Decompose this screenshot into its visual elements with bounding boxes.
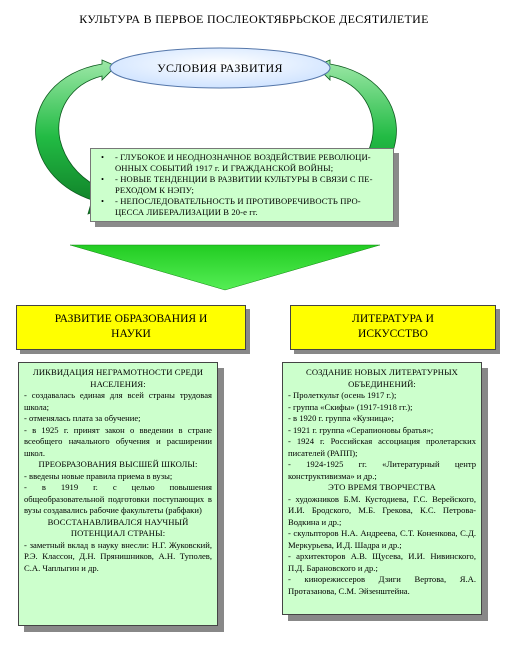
list-item: - художников Б.М. Кустодиева, Г.С. Верей…: [288, 493, 476, 527]
list-item: - в 1925 г. принят закон о введении в ст…: [24, 424, 212, 458]
conditions-box: • - ГЛУБОКОЕ И НЕОДНОЗНАЧНОЕ ВОЗДЕЙСТВИЕ …: [90, 148, 394, 222]
list-item: - скульпторов Н.А. Андреева, С.Т. Коненк…: [288, 528, 476, 550]
list-item: - введены новые правила приема в вузы;: [24, 470, 173, 481]
conditions-list: • - ГЛУБОКОЕ И НЕОДНОЗНАЧНОЕ ВОЗДЕЙСТВИЕ …: [97, 152, 387, 218]
list-item: - архитекторов А.В. Щусева, И.И. Нивинск…: [288, 551, 476, 573]
conditions-item: • - НОВЫЕ ТЕНДЕНЦИИ В РАЗВИТИИ КУЛЬТУРЫ В…: [97, 174, 387, 195]
literature-art-header: ЛИТЕРАТУРА И ИСКУССТВО: [290, 305, 496, 350]
conditions-item-text: - НЕПОСЛЕДОВАТЕЛЬНОСТЬ И ПРОТИВОРЕЧИВОСТ…: [115, 196, 361, 217]
education-science-header: РАЗВИТИЕ ОБРАЗОВАНИЯ И НАУКИ: [16, 305, 246, 350]
conditions-item-text: - ГЛУБОКОЕ И НЕОДНОЗНАЧНОЕ ВОЗДЕЙСТВИЕ Р…: [115, 152, 371, 173]
bullet-icon: •: [101, 152, 105, 162]
conditions-label: УСЛОВИЯ РАЗВИТИЯ: [157, 60, 283, 75]
page-title: КУЛЬТУРА В ПЕРВОЕ ПОСЛЕОКТЯБРЬСКОЕ ДЕСЯТ…: [79, 12, 429, 26]
section-heading: ПРЕОБРАЗОВАНИЯ ВЫСШЕЙ ШКОЛЫ:: [38, 459, 198, 469]
list-item: - отменялась плата за обучение;: [24, 413, 141, 423]
section-heading: ЛИКВИДАЦИЯ НЕГРАМОТНОСТИ СРЕДИ НАСЕЛЕНИЯ…: [32, 367, 204, 389]
list-item: - заметный вклад в науку внесли: Н.Г. Жу…: [24, 539, 212, 573]
bullet-icon: •: [101, 196, 105, 207]
section-heading: ВОССТАНАВЛИВАЛСЯ НАУЧНЫЙ ПОТЕНЦИАЛ СТРАН…: [47, 516, 189, 539]
section-heading: СОЗДАНИЕ НОВЫХ ЛИТЕРАТУРНЫХ ОБЪЕДИНЕНИЙ:: [306, 367, 458, 389]
list-item: - группа «Скифы» (1917-1918 гг.);: [288, 401, 413, 412]
down-triangle: [69, 244, 381, 291]
list-item: - создавалась единая для всей страны тру…: [24, 390, 212, 412]
list-item: - 1924 г. Российская ассоциация пролетар…: [288, 436, 476, 458]
list-item: - кинорежиссеров Дзиги Вертова, Я.А. Про…: [288, 574, 476, 596]
bullet-icon: •: [101, 174, 105, 185]
conditions-ellipse: [109, 47, 331, 89]
conditions-item: • - ГЛУБОКОЕ И НЕОДНОЗНАЧНОЕ ВОЗДЕЙСТВИЕ …: [97, 152, 387, 173]
list-item: - 1921 г. группа «Серапионовы братья»;: [288, 424, 434, 435]
education-science-box: ЛИКВИДАЦИЯ НЕГРАМОТНОСТИ СРЕДИ НАСЕЛЕНИЯ…: [18, 362, 218, 626]
list-item: - в 1920 г. группа «Кузница»;: [288, 413, 394, 423]
list-item: - 1924-1925 гг. «Литературный центр конс…: [288, 459, 476, 481]
literature-header-line: ИСКУССТВО: [358, 328, 428, 340]
literature-header-line: ЛИТЕРАТУРА И: [352, 313, 434, 325]
conditions-item: • - НЕПОСЛЕДОВАТЕЛЬНОСТЬ И ПРОТИВОРЕЧИВОС…: [97, 196, 387, 217]
education-header-line: РАЗВИТИЕ ОБРАЗОВАНИЯ И: [54, 313, 208, 325]
conditions-item-text: - НОВЫЕ ТЕНДЕНЦИИ В РАЗВИТИИ КУЛЬТУРЫ В …: [115, 174, 373, 195]
list-item: - Пролеткульт (осень 1917 г.);: [288, 390, 397, 400]
section-heading: ЭТО ВРЕМЯ ТВОРЧЕСТВА: [328, 482, 436, 492]
education-header-line: НАУКИ: [111, 328, 151, 340]
list-item: - в 1919 г. с целью повышения общеобразо…: [24, 482, 212, 515]
literature-art-box: СОЗДАНИЕ НОВЫХ ЛИТЕРАТУРНЫХ ОБЪЕДИНЕНИЙ:…: [282, 362, 482, 615]
